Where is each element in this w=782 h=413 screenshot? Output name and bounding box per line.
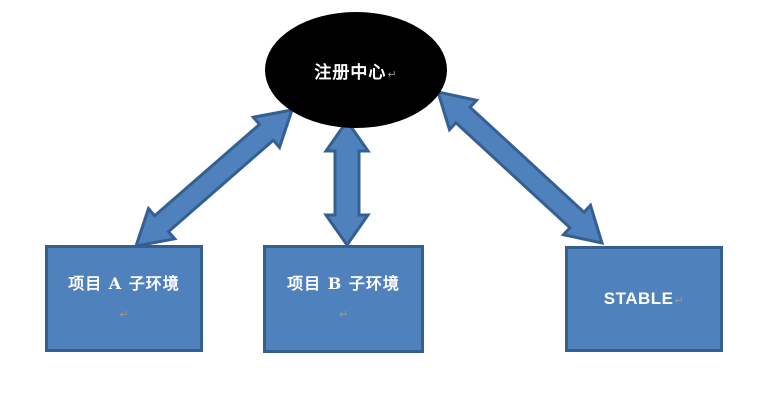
return-mark: ↵ <box>338 308 350 321</box>
return-mark: ↵ <box>119 307 130 321</box>
node-stable-label: STABLE <box>603 288 674 308</box>
node-project-a-label: 项目 A 子环境 <box>68 273 180 293</box>
node-stable-env: STABLE↵ <box>565 246 723 352</box>
node-registry-center: 注册中心↵ <box>265 12 447 128</box>
double-arrow-center-project-a <box>133 108 295 248</box>
registry-center-label: 注册中心 <box>314 62 387 83</box>
node-project-b-label: 项目 B 子环境 <box>287 274 400 293</box>
double-arrow-center-stable <box>435 89 605 246</box>
return-mark: ↵ <box>674 293 685 307</box>
double-arrow-center-project-b <box>323 118 371 248</box>
return-mark: ↵ <box>387 67 398 81</box>
node-project-b-env: 项目 B 子环境 ↵ <box>263 245 424 353</box>
node-project-a-env: 项目 A 子环境 ↵ <box>45 245 203 352</box>
